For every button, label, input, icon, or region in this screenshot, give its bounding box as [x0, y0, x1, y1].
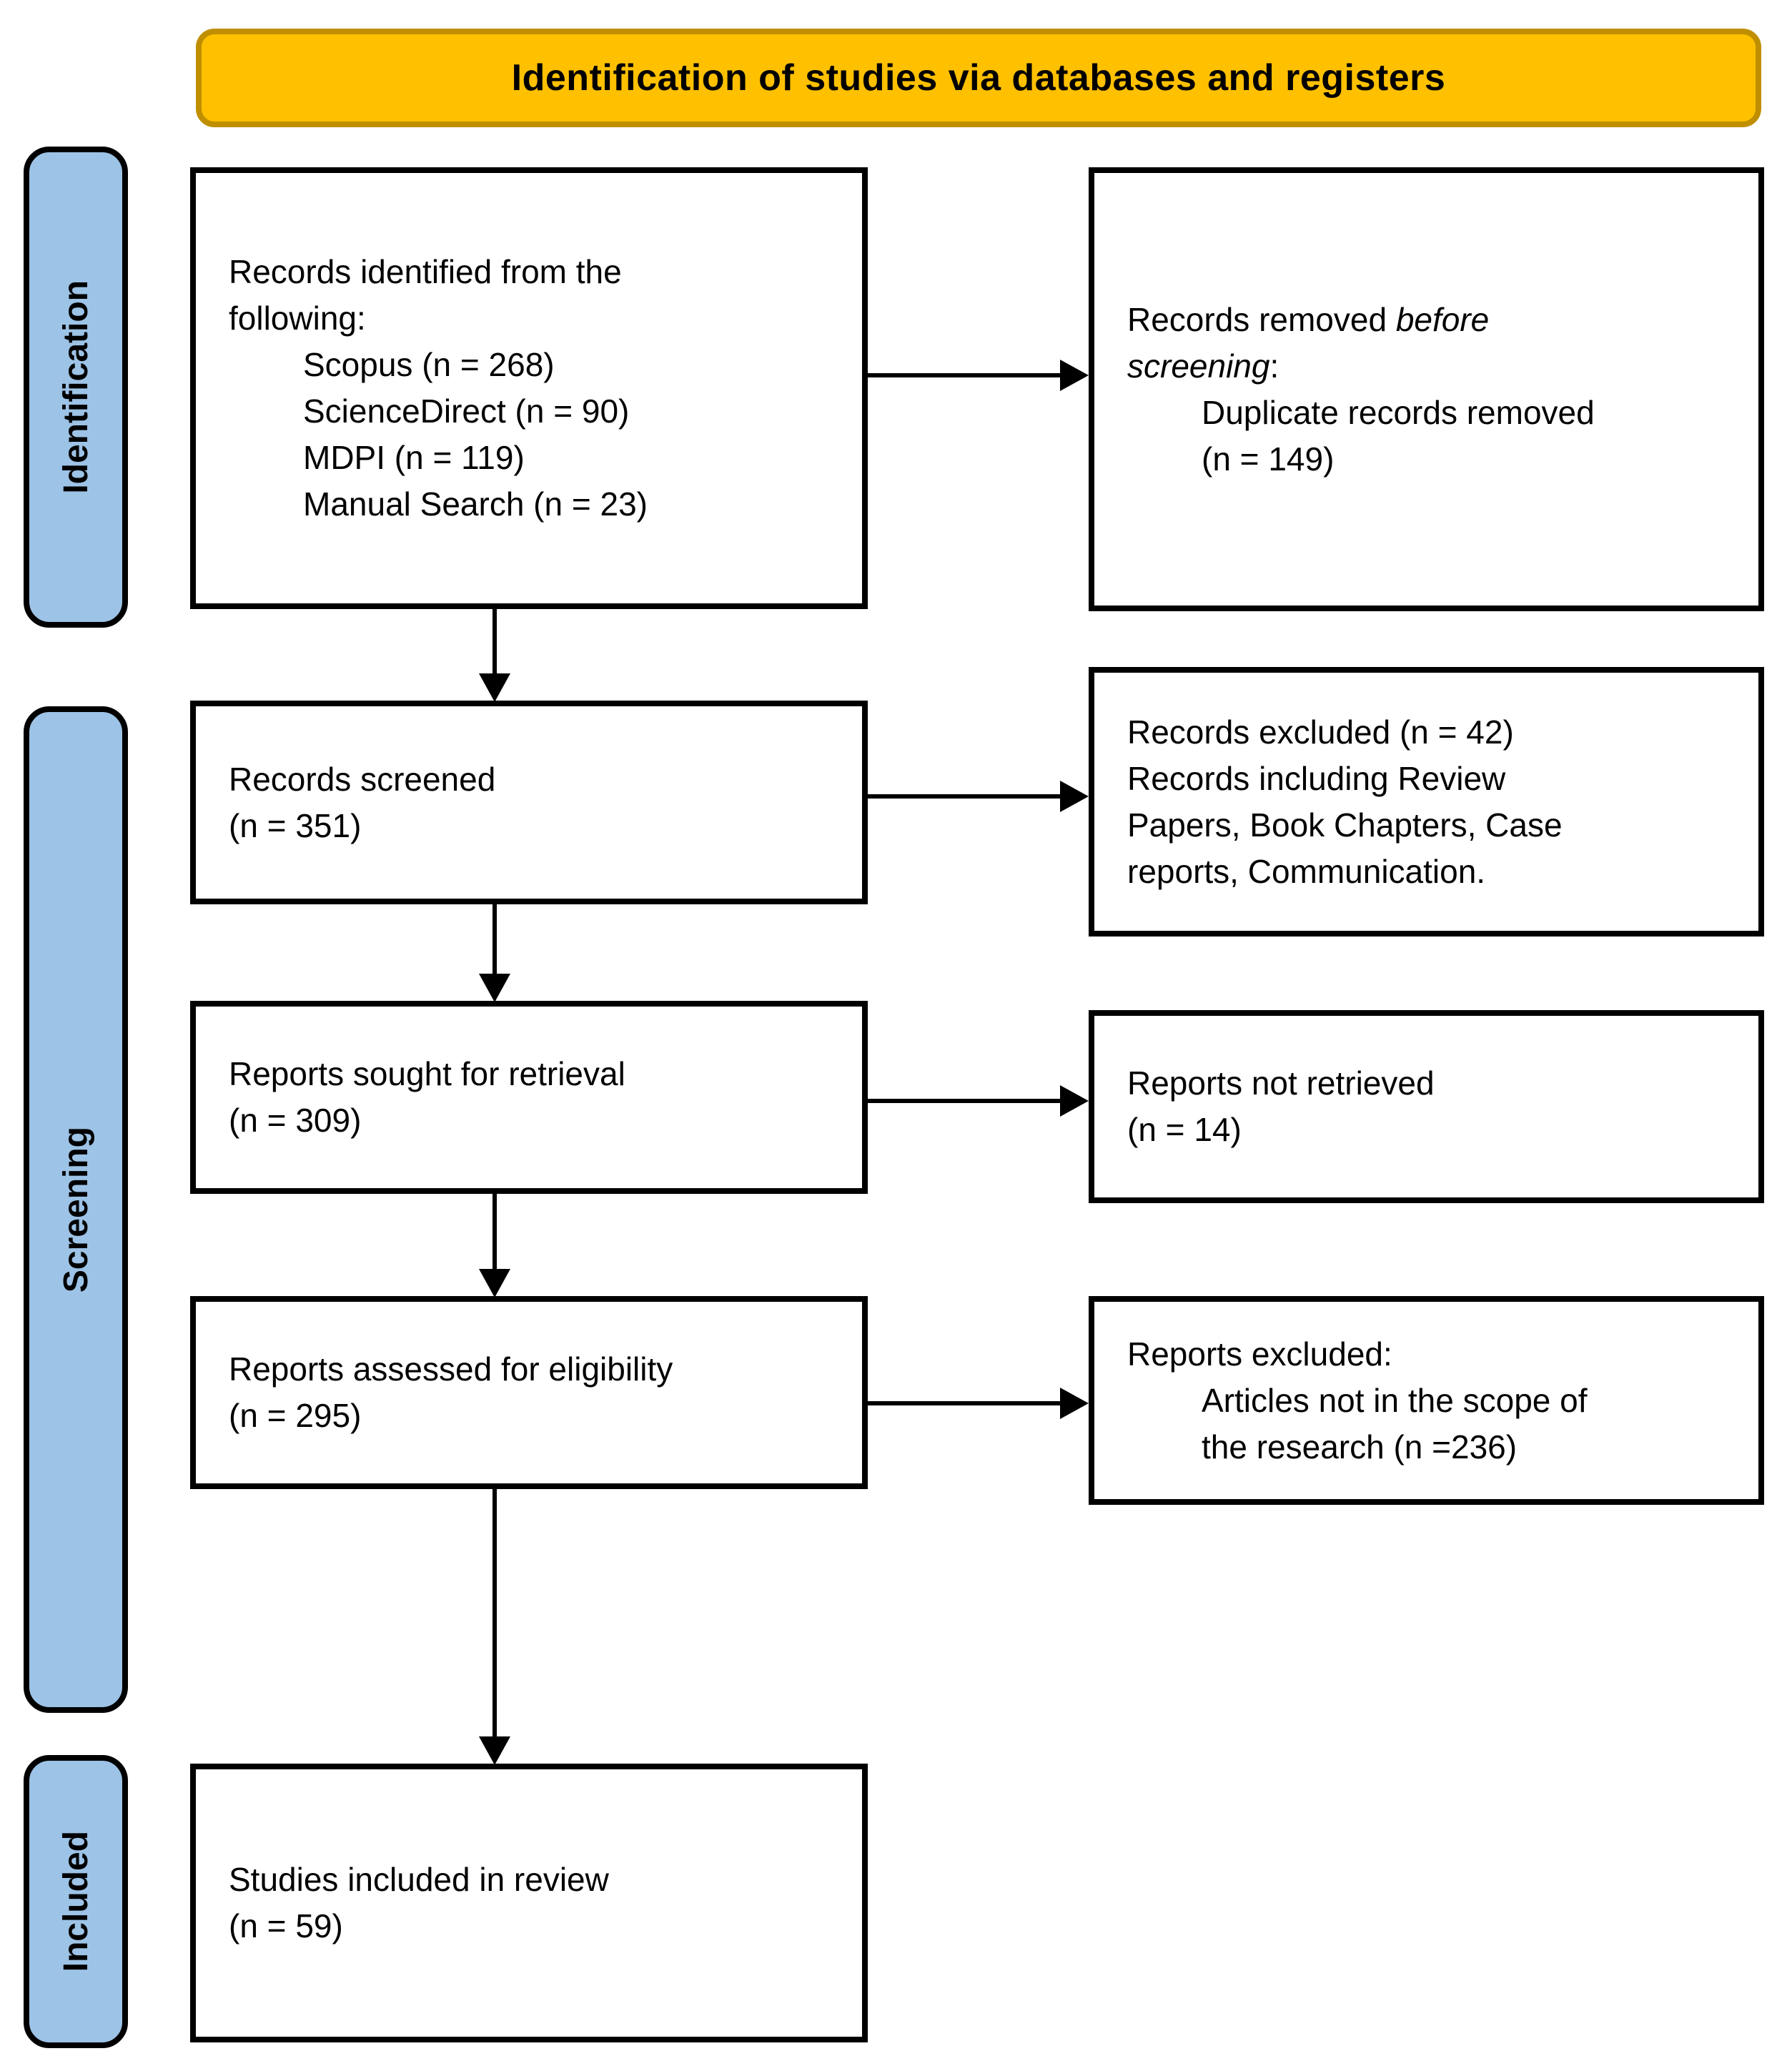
count-value: (n = 14) [1127, 1111, 1242, 1148]
stage-label-identification: Identification [24, 147, 128, 628]
stage-label-screening-text: Screening [56, 1126, 95, 1293]
text-line: Records identified from the [229, 253, 622, 290]
source-manual-search: Manual Search (n = 23) [303, 485, 648, 523]
arrow-head-down-icon [479, 974, 510, 1002]
box-records-screened: Records screened (n = 351) [190, 701, 868, 904]
arrow-head-right-icon [1060, 360, 1089, 391]
text-line: Records excluded (n = 42) [1127, 713, 1514, 751]
arrow-assessed-to-included [479, 1489, 510, 1765]
arrow-head-right-icon [1060, 1388, 1089, 1419]
text-line: Studies included in review [229, 1861, 609, 1898]
stage-label-identification-text: Identification [56, 280, 95, 494]
text-line: reports, Communication. [1127, 852, 1486, 890]
text-line: Articles not in the scope of [1202, 1381, 1588, 1419]
arrow-line [492, 1489, 497, 1738]
count-value: (n = 59) [229, 1907, 343, 1944]
count-value: (n = 309) [229, 1102, 362, 1139]
arrow-line [492, 609, 497, 675]
arrow-line [492, 1194, 497, 1270]
banner-title: Identification of studies via databases … [511, 57, 1446, 99]
count-value: (n = 149) [1202, 440, 1335, 478]
text-line: Reports assessed for eligibility [229, 1350, 673, 1388]
count-value: (n = 351) [229, 806, 362, 844]
source-mdpi: MDPI (n = 119) [303, 439, 525, 476]
text-line: Records including Review [1127, 759, 1506, 797]
count-value: the research (n =236) [1202, 1428, 1518, 1466]
box-reports-sought-for-retrieval: Reports sought for retrieval (n = 309) [190, 1001, 868, 1194]
text-segment: : [1269, 347, 1279, 385]
source-scopus: Scopus (n = 268) [303, 346, 555, 383]
arrow-line [868, 794, 1063, 799]
arrow-sought-to-assessed [479, 1194, 510, 1298]
box-studies-included-in-review: Studies included in review (n = 59) [190, 1764, 868, 2042]
box-records-identified: Records identified from the following: S… [190, 167, 868, 609]
text-line: Papers, Book Chapters, Case [1127, 806, 1563, 844]
arrow-head-right-icon [1060, 1085, 1089, 1117]
box-reports-assessed-for-eligibility: Reports assessed for eligibility (n = 29… [190, 1296, 868, 1489]
arrow-head-down-icon [479, 673, 510, 702]
arrow-line [868, 1099, 1063, 1103]
arrow-screened-to-excluded [868, 781, 1089, 812]
text-line: Reports not retrieved [1127, 1064, 1435, 1102]
text-line: Reports excluded: [1127, 1335, 1392, 1373]
count-value: (n = 295) [229, 1397, 362, 1434]
text-segment: Records removed [1127, 300, 1396, 338]
arrow-head-down-icon [479, 1736, 510, 1765]
text-line: following: [229, 300, 366, 337]
text-line: Records screened [229, 760, 496, 798]
text-segment-italic: screening [1127, 347, 1270, 385]
arrow-line [868, 1401, 1063, 1405]
arrow-head-right-icon [1060, 781, 1089, 812]
arrow-screened-to-sought [479, 904, 510, 1002]
arrow-head-down-icon [479, 1269, 510, 1298]
arrow-line [868, 373, 1063, 377]
text-segment-italic: before [1395, 300, 1490, 338]
stage-label-screening: Screening [24, 706, 128, 1713]
box-records-removed-before-screening: Records removed before screening: Duplic… [1089, 167, 1764, 611]
text-line: Records removed before [1127, 297, 1738, 343]
arrow-identified-to-screened [479, 609, 510, 702]
source-sciencedirect: ScienceDirect (n = 90) [303, 392, 630, 430]
banner-identification-via-databases: Identification of studies via databases … [196, 29, 1761, 127]
text-line: Reports sought for retrieval [229, 1055, 625, 1092]
arrow-assessed-to-excluded [868, 1388, 1089, 1419]
stage-label-included: Included [24, 1755, 128, 2048]
box-reports-not-retrieved: Reports not retrieved (n = 14) [1089, 1010, 1764, 1203]
stage-label-included-text: Included [56, 1831, 95, 1972]
arrow-line [492, 904, 497, 975]
box-reports-excluded: Reports excluded: Articles not in the sc… [1089, 1296, 1764, 1505]
text-line: screening: [1127, 343, 1738, 390]
box-records-excluded: Records excluded (n = 42) Records includ… [1089, 667, 1764, 936]
arrow-identified-to-removed [868, 360, 1089, 391]
text-line: Duplicate records removed [1202, 393, 1595, 431]
arrow-sought-to-not-retrieved [868, 1085, 1089, 1117]
